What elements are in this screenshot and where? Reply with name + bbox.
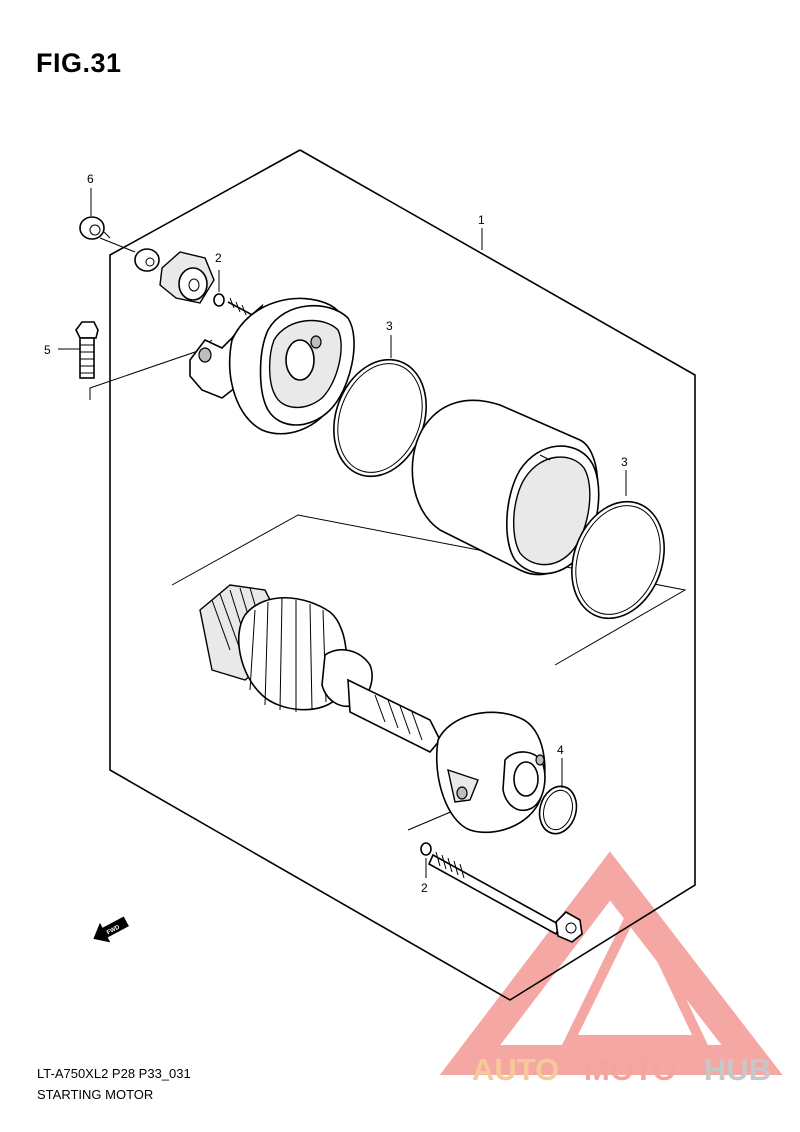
diagram-code: LT-A750XL2 P28 P33_031 [37,1066,191,1081]
watermark-hub: HUB [704,1052,771,1087]
callout-4: 4 [557,743,564,757]
callout-2-lower: 2 [421,881,428,895]
callout-3-upper: 3 [386,319,393,333]
watermark-moto: MOTO [584,1052,676,1087]
end-cover-part [189,297,355,435]
callout-3-lower: 3 [621,455,628,469]
motor-case-part [411,399,600,576]
front-housing-part [436,711,546,834]
callout-6: 6 [87,172,94,186]
washer-part [134,248,160,272]
flange-nut-part [79,216,111,240]
watermark-logo-icon [439,851,783,1075]
callout-1: 1 [478,213,485,227]
large-o-ring-upper [333,358,427,478]
front-o-ring-part [538,785,578,835]
figure-title: FIG.31 [36,48,122,78]
watermark-auto: AUTO [472,1052,559,1087]
o-ring-small-top [213,293,225,307]
o-ring-small-bottom [420,842,432,856]
terminal-nut-part [159,251,215,304]
forward-direction-arrow-icon: FWD [93,916,129,943]
armature-part [199,584,441,753]
diagram-caption: STARTING MOTOR [37,1087,154,1102]
assembly-outline [109,149,696,1001]
watermark-text: AUTO MOTO HUB [472,1052,771,1087]
large-o-ring-lower [571,500,665,620]
mounting-bolt-part [75,321,99,379]
callout-5: 5 [44,343,51,357]
callout-2-upper: 2 [215,251,222,265]
through-bolt-part [427,851,583,943]
